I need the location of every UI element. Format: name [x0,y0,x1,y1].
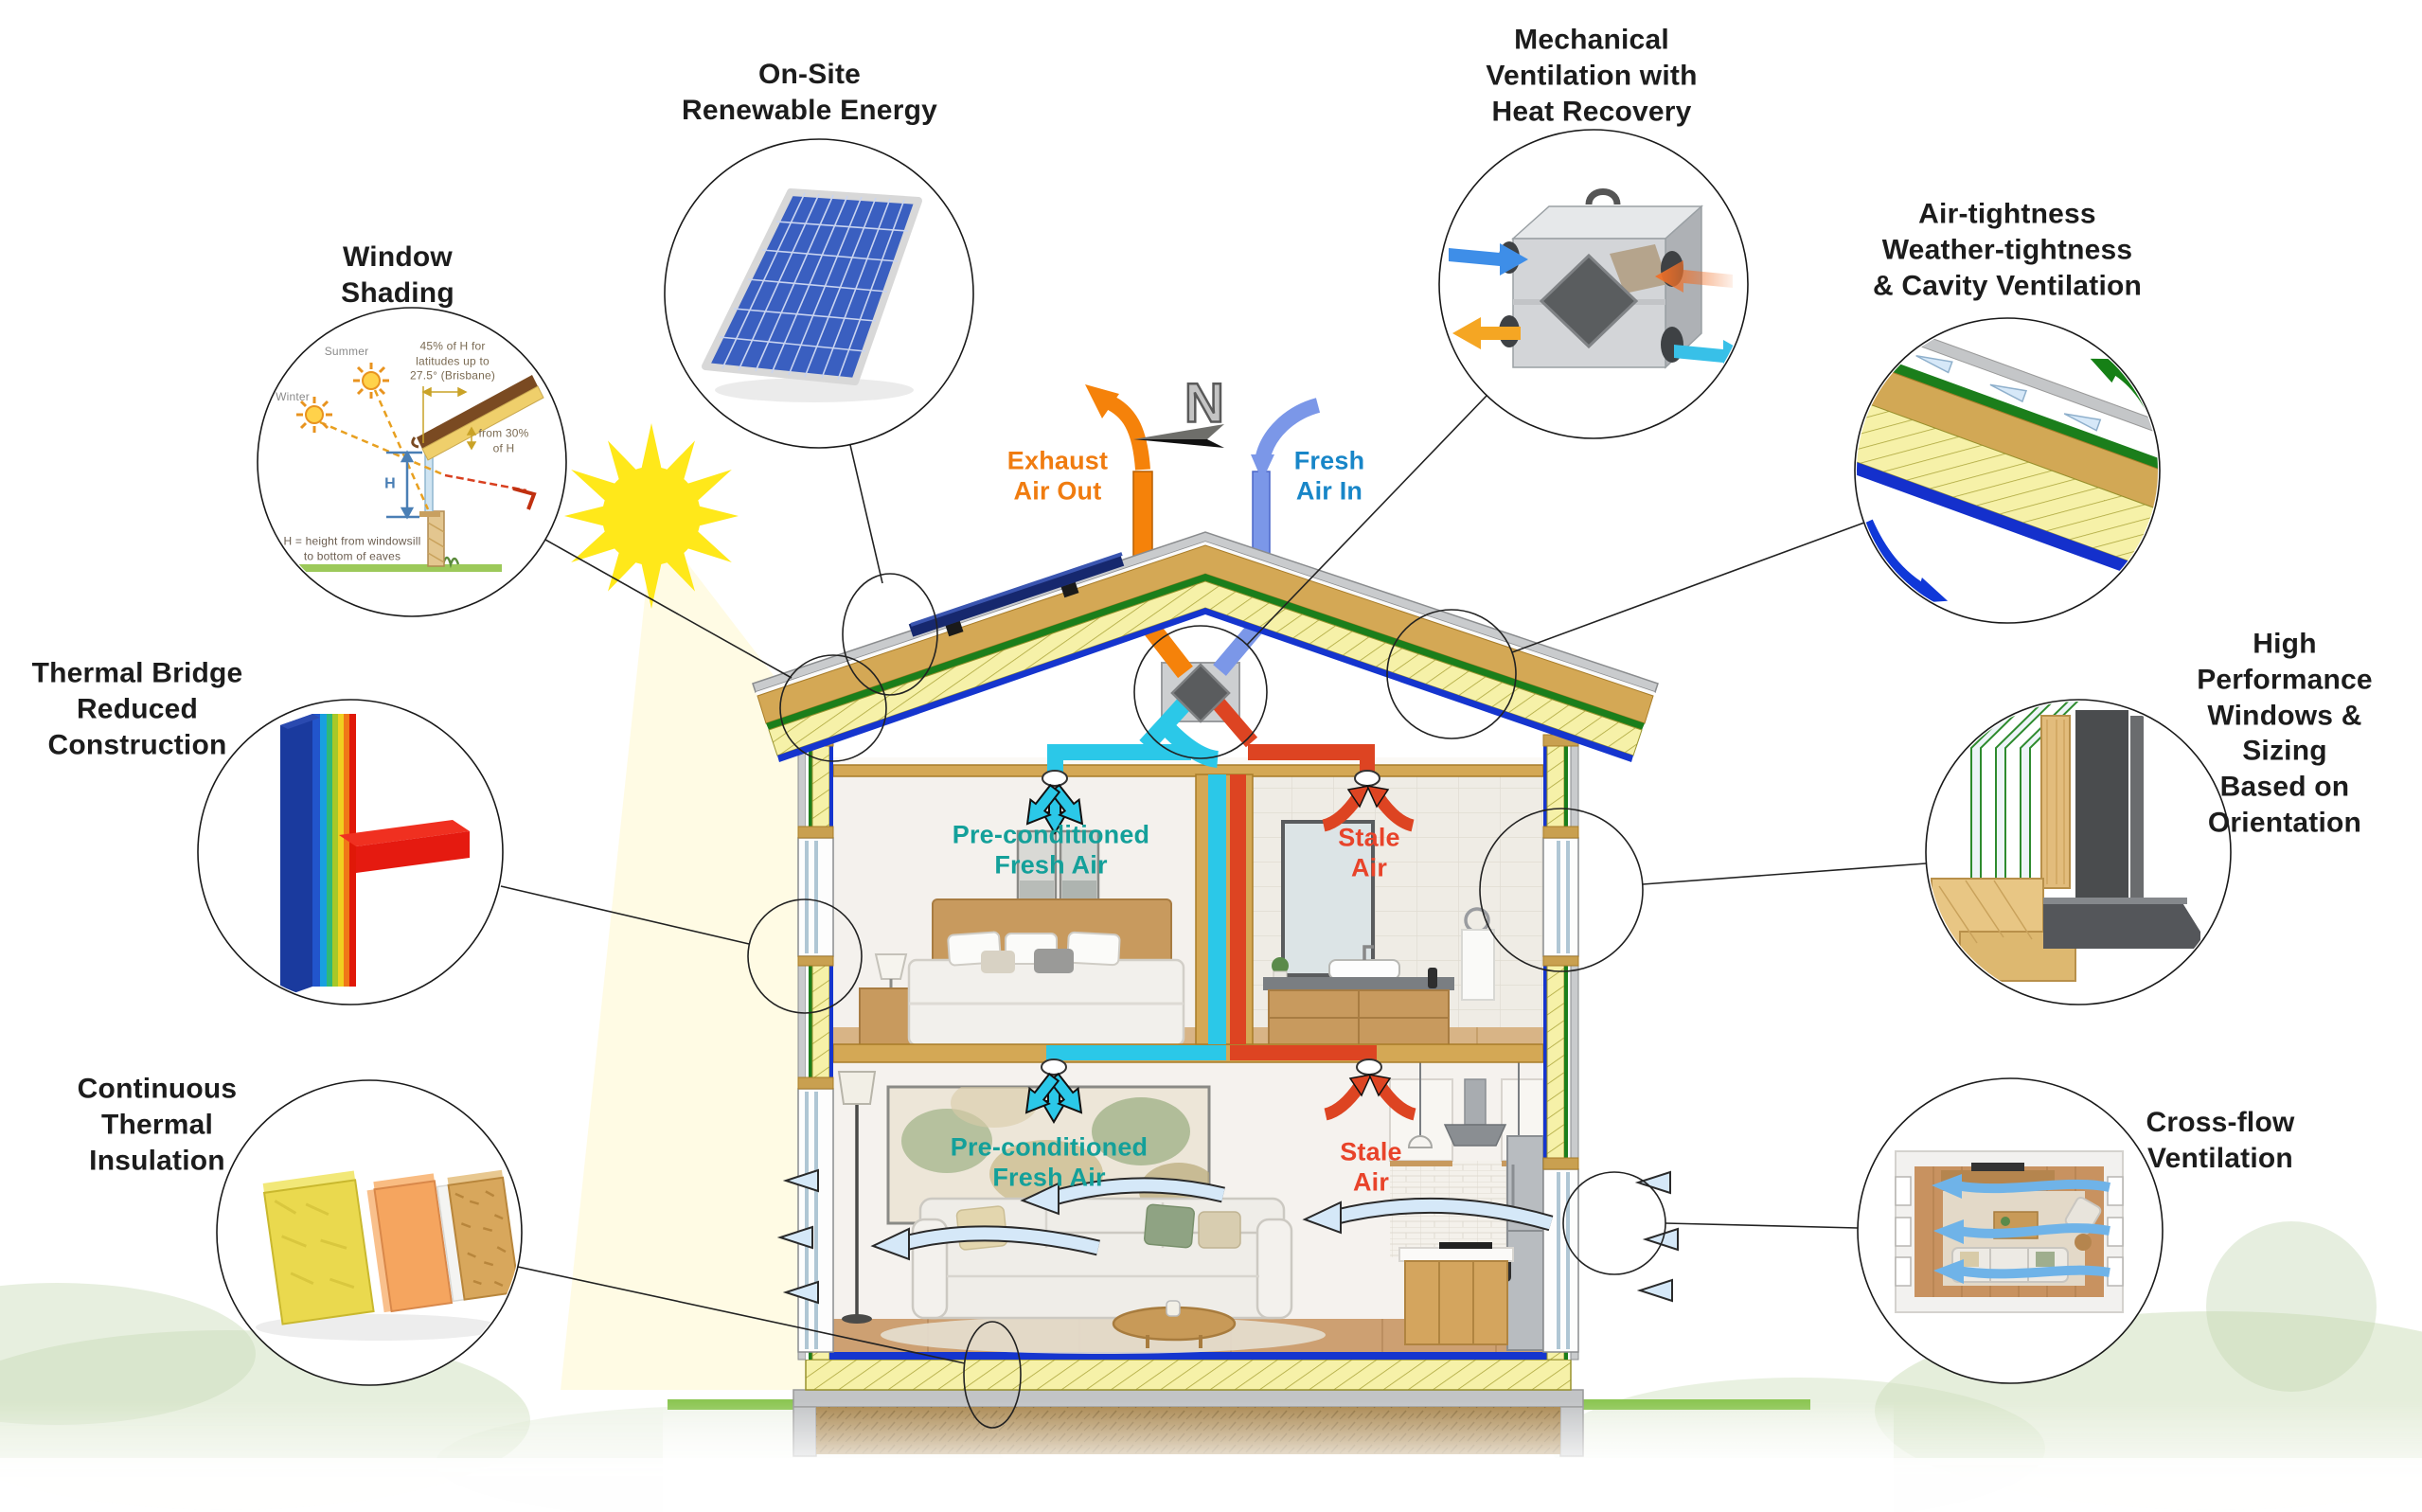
callout-label-cross-flow: Cross-flow Ventilation [2146,1107,2295,1174]
kitchen [1389,1062,1544,1351]
compass-n-label: N [1184,371,1225,436]
winter-sun-icon [296,397,332,433]
bedroom [859,829,1185,1047]
divider-wall [1195,774,1254,1045]
preconditioned-upper-label: Pre-conditioned Fresh Air [952,820,1150,880]
callout-label-continuous-insulation: Continuous Thermal Insulation [77,1073,238,1176]
callout-label-window-shading: Window Shading [341,241,454,309]
shading-overhang-note: 45% of H for latitudes up to 27.5° (Bris… [409,339,496,382]
sun-icon [564,423,739,609]
shading-h-definition: H = height from windowsill to bottom of … [283,534,421,562]
callout-label-onsite-renewable: On-Site Renewable Energy [682,59,937,126]
solar-panel-icon [702,188,922,402]
shading-winter-label: Winter [276,390,310,404]
shading-summer-label: Summer [324,345,369,359]
callout-label-air-tightness: Air-tightness Weather-tightness & Cavity… [1872,198,2143,301]
air-tightness-illustration [1857,320,2158,604]
roof-solar-panel-icon [908,552,1125,637]
connector-lines [500,395,1927,1429]
house-cross-section [663,384,1894,1512]
extract-arrows-kitchen [1324,1074,1416,1121]
window-section-icon [1931,702,2200,982]
shading-offset-note: from 30% of H [478,426,529,454]
shading-h-symbol: H [384,475,396,492]
floor-insulation [805,1352,1572,1391]
breeze-arrows [776,1168,1679,1305]
stale-air-upper-label: Stale Air [1338,823,1400,882]
fresh-air-in-label: Fresh Air In [1293,446,1365,506]
mvhr-unit-icon [1449,188,1746,372]
callout-label-high-performance-windows: High Performance Windows & Sizing Based … [2197,628,2373,839]
thermal-bridge-icon [280,714,470,998]
foundation [663,1389,1894,1512]
exhaust-air-arrow [1085,384,1150,471]
roof [752,531,1659,762]
insulation-panels-icon [256,1169,520,1341]
extract-arrows-bathroom [1322,785,1415,832]
callout-circles [197,129,2232,1386]
callout-label-mvhr: Mechanical Ventilation with Heat Recover… [1486,24,1698,127]
callout-label-thermal-bridge: Thermal Bridge Reduced Construction [31,657,243,760]
supply-arrows-living [1024,1072,1083,1124]
summer-sun-icon [353,363,389,399]
supply-arrows-bedroom [1025,783,1084,835]
fresh-air-arrow [1251,398,1321,481]
bathroom [1263,820,1495,1046]
exhaust-air-out-label: Exhaust Air Out [1006,446,1109,506]
wall-windows [797,826,1579,1353]
preconditioned-lower-label: Pre-conditioned Fresh Air [950,1132,1149,1192]
window-shading-illustration [284,363,544,572]
stale-air-lower-label: Stale Air [1340,1137,1402,1197]
cross-flow-room-icon [1895,1150,2124,1313]
compass-arrow-icon [1133,424,1224,448]
sun-beam [561,519,816,1390]
